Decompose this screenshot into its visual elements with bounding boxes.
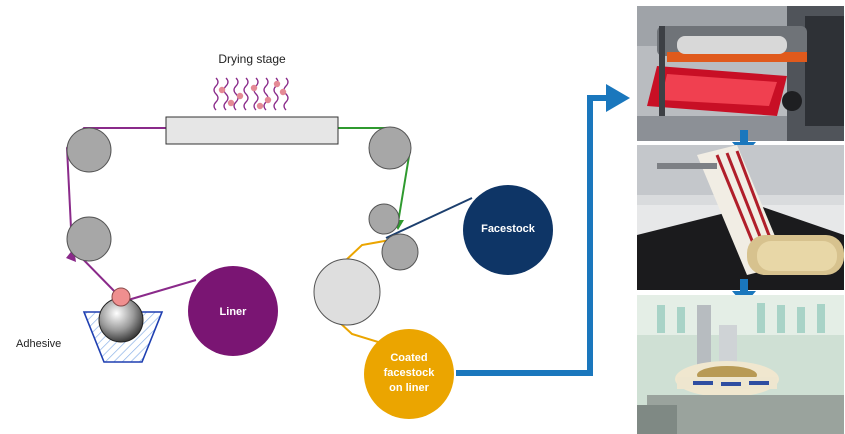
drying-oven — [165, 116, 339, 145]
facestock-feed-path — [385, 197, 473, 239]
adhesive-label: Adhesive — [16, 338, 61, 350]
transfer-roller — [111, 287, 131, 307]
liner-feed-path — [127, 279, 197, 301]
roller-top-right — [368, 126, 412, 170]
rollers — [66, 126, 419, 326]
roller-top-left — [66, 127, 112, 173]
drying-stage-label: Drying stage — [218, 52, 286, 66]
liner-label: Liner — [220, 306, 248, 318]
adhesive-applicator — [82, 287, 164, 363]
liner-circle — [188, 266, 278, 356]
roller-nip — [381, 233, 419, 271]
facestock-circle — [463, 185, 553, 275]
coated-facestock-circle — [364, 329, 454, 419]
coated-label-line1: Coated — [390, 352, 427, 364]
photo-coating-unit — [637, 6, 844, 141]
coated-label-line2: facestock — [384, 367, 436, 379]
roller-mid-right — [368, 203, 400, 235]
heat-waves-icon — [213, 77, 289, 111]
roller-mid-left — [66, 216, 112, 262]
coated-label-line3: on liner — [389, 382, 429, 394]
roller-large — [313, 258, 381, 326]
laminate-web-path — [343, 239, 391, 263]
photo-bottling-line — [637, 295, 844, 434]
facestock-label: Facestock — [481, 223, 536, 235]
vapor-droplets-icon — [218, 80, 287, 110]
flow-arrow-icon — [456, 84, 630, 376]
photo-label-web — [637, 145, 844, 290]
